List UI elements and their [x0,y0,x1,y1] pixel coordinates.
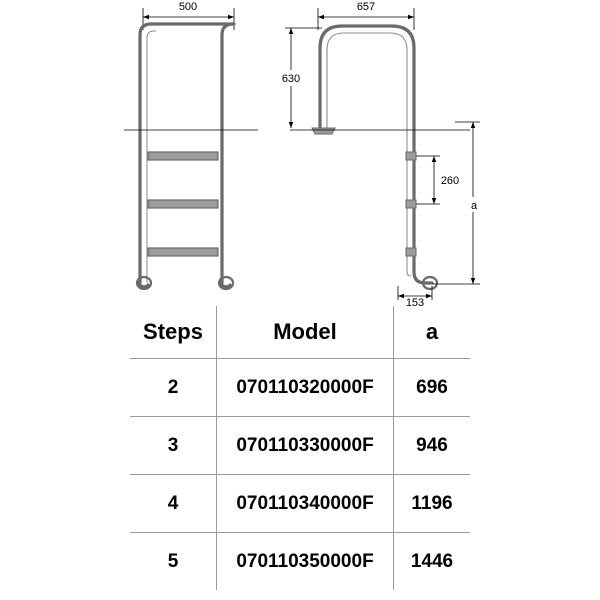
ladder-side-profile [311,24,439,291]
column-header-a: a [393,306,470,359]
cell-a: 946 [393,416,470,475]
dimension-500: 500 [142,1,235,30]
column-header-model: Model [216,306,394,359]
table-header-row: Steps Model a [130,306,470,359]
dimension-260: 260 [416,155,464,205]
dim-label-500: 500 [179,1,197,13]
dimension-657: 657 [317,1,415,30]
cell-steps: 4 [130,474,217,533]
cell-model: 070110320000F [216,358,394,417]
cell-a: 696 [393,358,470,417]
ladder-steps [147,151,219,257]
cell-steps: 3 [130,416,217,475]
dim-label-657: 657 [357,1,375,13]
table-row: 5 070110350000F 1446 [130,532,470,590]
dimension-a: a [432,121,482,285]
dim-label-a: a [471,200,478,212]
ladder-front-rails [135,22,236,291]
cell-a: 1196 [393,474,470,533]
cell-model: 070110350000F [216,532,394,590]
cell-model: 070110330000F [216,416,394,475]
cell-model: 070110340000F [216,474,394,533]
dim-label-630: 630 [282,73,300,85]
dim-label-260: 260 [441,175,459,187]
cell-steps: 5 [130,532,217,590]
dimension-630: 630 [276,27,322,128]
cell-a: 1446 [393,532,470,590]
table-row: 2 070110320000F 696 [130,358,470,417]
table-row: 3 070110330000F 946 [130,416,470,475]
specification-table: Steps Model a 2 070110320000F 696 3 0701… [130,306,470,590]
cell-steps: 2 [130,358,217,417]
column-header-steps: Steps [130,306,217,359]
table-row: 4 070110340000F 1196 [130,474,470,533]
pool-ladder-drawing: 500 [124,1,482,309]
